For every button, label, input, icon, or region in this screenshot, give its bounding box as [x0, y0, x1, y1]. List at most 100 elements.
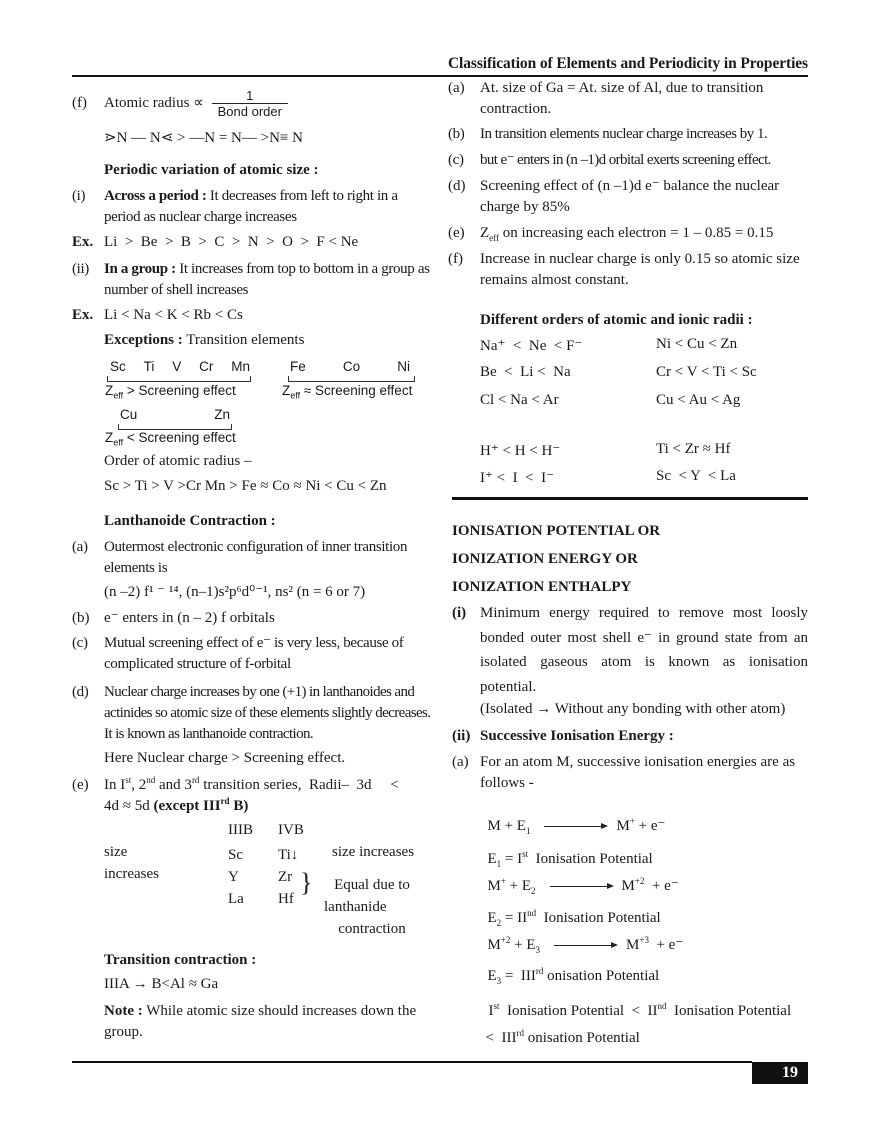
- note-line: lanthanide: [324, 899, 387, 915]
- element: Ni: [397, 359, 410, 374]
- text: = II: [501, 910, 528, 926]
- item-d: (d) Nuclear charge increases by one (+1)…: [72, 682, 434, 745]
- item-label: (b): [448, 126, 465, 142]
- text: 4d ≈ 5d: [104, 798, 154, 814]
- eq-sup: +: [629, 816, 635, 826]
- item-text: on increasing each electron = 1 – 0.85 =…: [499, 225, 774, 241]
- right-item-f: (f) Increase in nuclear charge is only 0…: [448, 249, 810, 291]
- eq-sub: 1: [525, 826, 531, 836]
- text: < III: [485, 1030, 517, 1046]
- summary-line-1: Ist Ionisation Potential < IInd Ionisati…: [481, 986, 792, 1020]
- sup: st: [125, 775, 132, 785]
- cell: Hf: [278, 891, 294, 907]
- right-item-d: (d) Screening effect of (n –1)d e⁻ balan…: [448, 176, 810, 218]
- item-label: (e): [448, 225, 465, 241]
- group3-bracket: [118, 424, 232, 430]
- group2-elements: Fe Co Ni: [290, 359, 410, 374]
- e-sub: 1: [496, 859, 502, 869]
- right-item-a: (a) At. size of Ga = At. size of Al, due…: [448, 78, 810, 120]
- eq-lhs: M + E: [487, 818, 526, 834]
- group2-bracket: [288, 376, 415, 382]
- note: Note : While atomic size should increase…: [104, 1001, 434, 1043]
- right-item-b: (b) In transition elements nuclear charg…: [448, 124, 810, 145]
- eq-tail: + e⁻: [648, 937, 684, 953]
- except-note: (except IIIrd B): [153, 797, 248, 815]
- item-label: (d): [72, 684, 89, 700]
- example-text: Li < Na < K < Rb < Cs: [104, 307, 243, 323]
- col1-header: IIIB: [228, 822, 253, 838]
- sup: rd: [535, 966, 544, 976]
- zeff-symbol: Z: [282, 383, 291, 398]
- group3-elements: Cu Zn: [120, 407, 230, 422]
- reaction-arrow-icon: [549, 883, 614, 890]
- e-symbol: E: [487, 851, 497, 867]
- atomic-radius-text: Atomic radius ∝: [104, 94, 204, 111]
- item-label: (f): [72, 95, 87, 111]
- periodic-variation-heading: Periodic variation of atomic size :: [104, 162, 319, 178]
- definition-2: E2 = IInd Ionisation Potential: [480, 893, 661, 928]
- eq-lhs: + E: [505, 878, 532, 894]
- zeff-subscript: eff: [489, 233, 499, 243]
- order-label: Order of atomic radius –: [104, 453, 252, 469]
- order-row-4-left: H⁺ < H < H⁻: [480, 443, 561, 459]
- eq-sup: +2: [500, 935, 511, 945]
- right-item-c: (c) but e⁻ enters in (n –1)d orbital exe…: [448, 150, 810, 171]
- exceptions-label: Exceptions :: [104, 332, 183, 348]
- group2-relation: Zeff ≈ Screening effect: [282, 383, 412, 400]
- item-label: (f): [448, 251, 463, 267]
- text: and 3: [155, 777, 192, 793]
- col1-values: Sc Y La: [228, 844, 244, 910]
- fraction: 1 Bond order: [211, 88, 288, 119]
- sup: rd: [516, 1028, 524, 1038]
- order-row-5-right: Sc < Y < La: [656, 468, 736, 484]
- item-label: (ii): [452, 728, 471, 744]
- section-divider: [452, 497, 808, 500]
- item-label: (c): [72, 635, 88, 651]
- item-e-line1: In Ist, 2nd and 3rd transition series, R…: [104, 775, 399, 794]
- eq-lhs: + E: [510, 937, 536, 953]
- eq-sub: 2: [531, 886, 536, 896]
- example-label: Ex.: [72, 307, 94, 323]
- order-value: Sc > Ti > V >Cr Mn > Fe ≈ Co ≈ Ni < Cu <…: [104, 478, 387, 494]
- item-label: (b): [72, 610, 90, 626]
- note-label: Note :: [104, 1003, 143, 1019]
- ip-item-ii: (ii) Successive Ionisation Energy :: [452, 726, 808, 747]
- order-row-5-left: I⁺ < I < I⁻: [480, 470, 554, 486]
- sup: nd: [527, 908, 537, 918]
- item-bold-term: Across a period :: [104, 188, 207, 204]
- item-text: Screening effect of (n –1)d e⁻ balance t…: [480, 178, 780, 215]
- item-label: (a): [72, 539, 88, 555]
- item-text: In transition elements nuclear charge in…: [480, 126, 768, 142]
- item-text: Mutual screening effect of e⁻ is very le…: [104, 635, 404, 672]
- cell: La: [228, 891, 244, 907]
- order-row-2-right: Cr < V < Ti < Sc: [656, 364, 757, 380]
- note-line: Equal due to: [334, 877, 410, 893]
- eq-tail: + e⁻: [634, 818, 666, 834]
- element: Mn: [231, 359, 250, 374]
- item-text: but e⁻ enters in (n –1)d orbital exerts …: [480, 152, 771, 168]
- item-b: (b) e⁻ enters in (n – 2) f orbitals: [72, 608, 434, 629]
- eq-lhs: M: [487, 937, 501, 953]
- item-label: (a): [452, 754, 469, 770]
- zeff-symbol: Z: [480, 225, 490, 241]
- item-label: (ii): [72, 261, 89, 277]
- eq-tail: + e⁻: [644, 878, 679, 894]
- cell: Ti↓: [278, 847, 299, 863]
- sup: rd: [191, 775, 200, 785]
- page-number: 19: [752, 1062, 808, 1084]
- item-text: For an atom M, successive ionisation ene…: [480, 754, 796, 791]
- zeff-subscript: eff: [113, 390, 124, 401]
- text: In I: [104, 777, 126, 793]
- item-text: At. size of Ga = At. size of Al, due to …: [480, 80, 764, 117]
- text: I: [488, 1003, 494, 1019]
- increases-label: increases: [104, 866, 159, 882]
- element: Zn: [214, 407, 230, 422]
- item-text: Increase in nuclear charge is only 0.15 …: [480, 251, 800, 288]
- zeff-symbol: Z: [105, 430, 114, 445]
- eq-lhs: M: [487, 878, 501, 894]
- text: Ionisation Potential: [528, 851, 653, 867]
- ip-item-i: (i) Minimum energy required to remove mo…: [452, 601, 808, 699]
- brace: }: [300, 868, 313, 897]
